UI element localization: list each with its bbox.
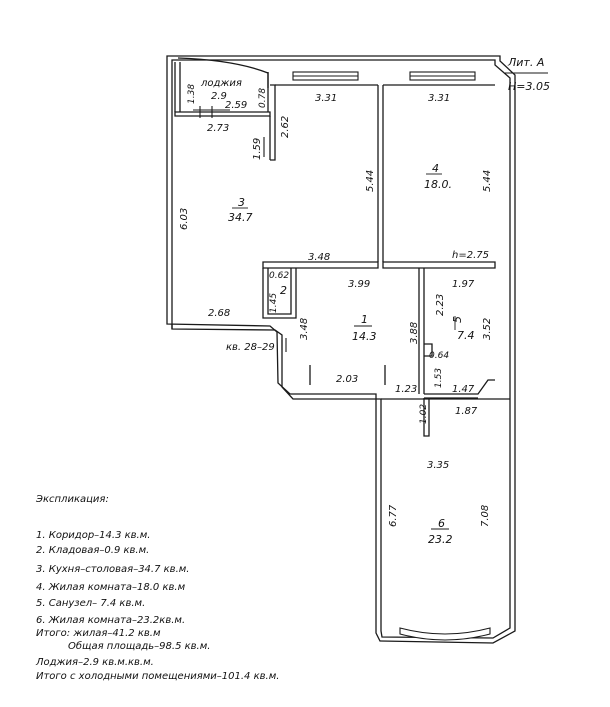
dim-r2-h: 1.45 xyxy=(269,293,279,313)
dim-r3-lower: 3.48 xyxy=(308,252,330,263)
dim-loggia-w: 2.59 xyxy=(225,100,247,111)
dim-r1-right: 3.88 xyxy=(409,322,420,344)
dim-r3-left: 6.03 xyxy=(179,208,190,230)
dim-r6-left: 6.77 xyxy=(388,504,399,527)
dim-r5-right: 3.52 xyxy=(482,318,493,340)
dim-r3-top-right: 3.31 xyxy=(315,93,337,104)
room5-area: 7.4 xyxy=(457,329,475,342)
dim-r6-right: 7.08 xyxy=(480,505,491,527)
dim-r4-top: 3.31 xyxy=(428,93,450,104)
explication-item-1: 1. Коридор–14.3 кв.м. xyxy=(36,530,151,541)
lit-label: Лит. А xyxy=(507,56,544,69)
explication-item-2: 2. Кладовая–0.9 кв.м. xyxy=(36,545,150,556)
dim-r5-left: 2.23 xyxy=(435,294,446,316)
dim-r5-low: 1.53 xyxy=(434,368,444,388)
dim-r4-right: 5.44 xyxy=(482,170,493,192)
loggia-area: 2.9 xyxy=(211,91,227,102)
explication-total-cold: Итого с холодными помещениями–101.4 кв.м… xyxy=(36,671,280,682)
room1-number: 1 xyxy=(361,313,368,326)
windows xyxy=(292,71,491,641)
dim-r6-jog: 1.02 xyxy=(419,404,429,424)
dim-r3-right: 5.44 xyxy=(365,170,376,192)
dim-r5-top: 1.97 xyxy=(452,279,475,290)
room2-number: 2 xyxy=(280,284,287,297)
dim-r3-bottom: 2.68 xyxy=(208,308,230,319)
explication-total-living: Итого: жилая–41.2 кв.м xyxy=(36,628,161,639)
dim-loggia-side: 0.78 xyxy=(258,88,268,108)
room5-number: 5 xyxy=(451,316,464,323)
dim-passage: 1.23 xyxy=(395,384,417,395)
explication-item-5: 5. Санузел– 7.4 кв.м. xyxy=(36,598,146,609)
explication-item-3: 3. Кухня–столовая–34.7 кв.м. xyxy=(36,564,190,575)
dim-r5-bottom: 1.47 xyxy=(452,384,475,395)
dim-r1-top: 3.99 xyxy=(348,279,370,290)
height-label: Н=3.05 xyxy=(508,80,550,93)
explication-loggia: Лоджия–2.9 кв.м.кв.м. xyxy=(36,657,154,668)
dim-r6-width: 3.35 xyxy=(427,460,449,471)
dim-loggia-h: 1.38 xyxy=(187,84,197,104)
walls xyxy=(166,55,516,644)
explication-item-6: 6. Жилая комната–23.2кв.м. xyxy=(36,615,186,626)
dim-r2-w: 0.62 xyxy=(269,271,289,281)
dim-r1-left: 3.48 xyxy=(299,318,310,340)
explication-item-4: 4. Жилая комната–18.0 кв.м xyxy=(36,582,186,593)
dim-r3-jog: 1.59 xyxy=(252,138,263,160)
room4-area: 18.0. xyxy=(424,178,452,191)
dim-r3-top: 2.73 xyxy=(207,123,229,134)
room6-area: 23.2 xyxy=(428,533,453,546)
room3-area: 34.7 xyxy=(228,211,253,224)
dim-r3-wall: 2.62 xyxy=(280,116,291,138)
explication-total-area: Общая площадь–98.5 кв.м. xyxy=(68,641,211,652)
room3-number: 3 xyxy=(238,196,245,209)
room4-number: 4 xyxy=(432,162,439,175)
dim-r5-small: 0.64 xyxy=(429,351,449,361)
room6-number: 6 xyxy=(438,517,445,530)
door-markers xyxy=(193,106,287,352)
dim-r4-h: h=2.75 xyxy=(452,250,489,261)
apartment-label: кв. 28–29 xyxy=(226,342,275,353)
loggia-name: лоджия xyxy=(200,78,242,89)
room1-area: 14.3 xyxy=(352,330,377,343)
dim-r6-top: 1.87 xyxy=(455,406,478,417)
dim-r1-bottom: 2.03 xyxy=(336,374,358,385)
explication-title: Экспликация: xyxy=(36,494,109,505)
